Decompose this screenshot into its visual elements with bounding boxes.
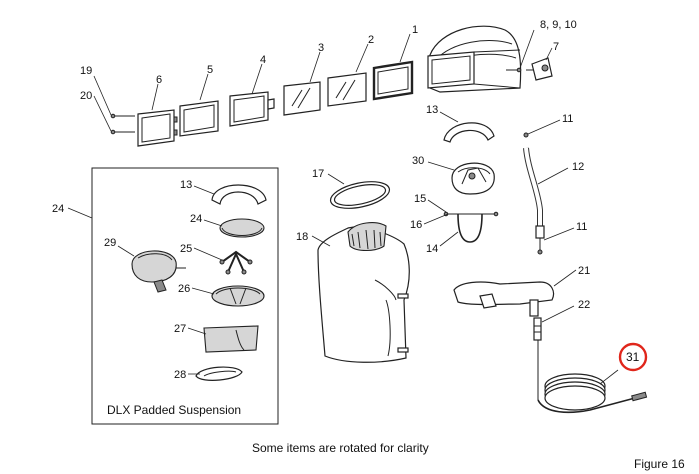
part-7-bracket [526,57,553,81]
label-6: 6 [156,74,162,86]
label-30: 30 [412,155,424,167]
hood-helmet [427,25,522,93]
label-11-bottom: 11 [576,221,587,233]
leader-lines [67,29,619,385]
label-19: 19 [80,65,92,77]
part-21-belt [453,281,555,317]
part-12-breathing-tube [523,132,545,255]
inset-title: DLX Padded Suspension [107,403,241,417]
inset-part-26-cushion [211,285,265,307]
part-3-lens [283,81,321,116]
part-30-suspension-assembly [451,162,495,195]
inset-part-24-pad [219,218,265,238]
label-20: 20 [80,90,92,102]
label-26: 26 [178,283,190,295]
label-1: 1 [412,24,418,36]
part-14-chin-strap [443,211,499,243]
figure-caption: Some items are rotated for clarity [252,441,429,455]
part-labels: 1 2 3 4 5 6 19 20 8, 9, 10 7 11 12 11 21… [52,19,648,381]
label-24-inset: 24 [52,203,64,215]
label-12: 12 [572,161,584,173]
part-17-neck-ring [329,181,391,209]
label-13-inset: 13 [180,179,192,191]
inset-part-25-crown-strap [219,250,253,275]
label-29: 29 [104,237,116,249]
label-31: 31 [626,350,640,364]
label-8-9-10: 8, 9, 10 [540,19,577,31]
label-13-main: 13 [426,104,438,116]
label-2: 2 [368,34,374,46]
label-5: 5 [207,64,213,76]
part-22-coupler [533,317,542,341]
inset-part-13-headband [211,184,267,205]
part-1-window-gasket [372,60,414,101]
part-5-window-frame [179,100,219,137]
label-14: 14 [426,243,438,255]
part-2-lens [327,72,367,107]
part-4-inner-lens [229,91,275,127]
part-18-cape [317,222,410,363]
label-27: 27 [174,323,186,335]
label-11-top: 11 [562,113,573,125]
label-4: 4 [260,54,266,66]
inset-box [91,167,279,425]
inset-part-27-sweatband [203,325,259,353]
label-18: 18 [296,231,308,243]
label-28: 28 [174,369,186,381]
label-7: 7 [553,41,559,53]
label-15: 15 [414,193,426,205]
part-13-headband [443,122,495,143]
label-25: 25 [180,243,192,255]
label-21: 21 [578,265,590,277]
label-17: 17 [312,168,324,180]
inset-part-28-strap [195,366,243,381]
figure-label: Figure 16 [634,457,685,471]
label-31-highlight: 31 [618,342,648,372]
label-16: 16 [410,219,422,231]
part-19-20-screws [110,113,135,135]
label-24-pad: 24 [190,213,202,225]
highlight-circle [618,342,648,372]
part-8-9-10-fasteners [506,67,522,73]
label-22: 22 [578,299,590,311]
part-6-window-frame [137,109,178,147]
inset-part-29-assembly [131,250,186,293]
part-31-air-hose [537,340,648,414]
label-3: 3 [318,42,324,54]
